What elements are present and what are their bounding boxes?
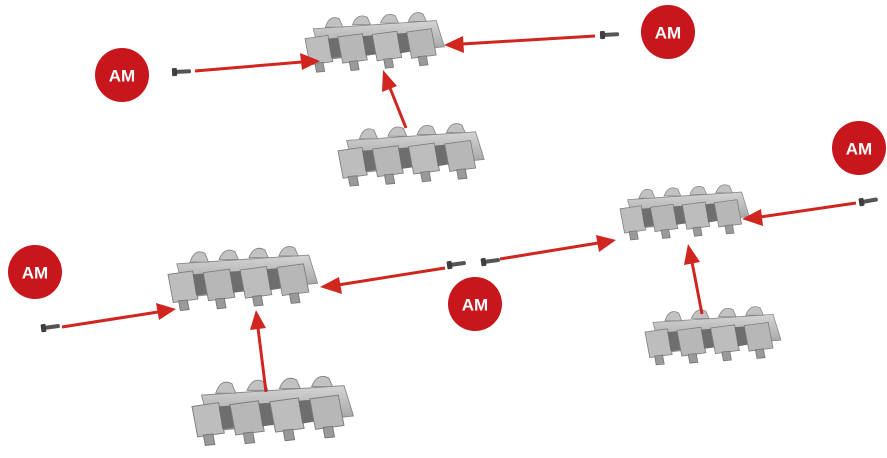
track-segment-top (304, 12, 445, 73)
assembly-arrow-icon (684, 244, 704, 315)
assembly-arrow-icon (61, 303, 176, 329)
track-pin-icon (858, 195, 879, 207)
track-segment-left (167, 246, 319, 311)
assembly-arrow-icon (250, 310, 268, 393)
am-badge-label: AM (109, 67, 135, 86)
assembly-arrow-icon (444, 34, 596, 53)
am-badge-label: AM (655, 24, 681, 43)
track-pin-icon (40, 321, 61, 333)
am-badge-label: AM (22, 264, 48, 283)
assembly-arrow-icon (382, 70, 408, 129)
assembly-arrow-icon (499, 235, 616, 261)
track-pin-icon (446, 258, 467, 270)
track-segment-top-insert (337, 123, 485, 187)
track-segment-right (619, 184, 750, 241)
am-badge-label: AM (462, 296, 488, 315)
assembly-arrow-icon (320, 266, 446, 294)
assembly-arrow-icon (742, 201, 857, 226)
track-segment-right-insert (644, 306, 782, 366)
am-badge: AM (448, 277, 502, 331)
am-badge: AM (832, 121, 886, 175)
track-pin-icon (599, 30, 620, 40)
track-segment-left-insert (191, 375, 354, 446)
track-pin-icon (480, 255, 501, 267)
am-badge: AM (95, 48, 149, 102)
am-badge-label: AM (846, 140, 872, 159)
track-pin-icon (171, 67, 192, 77)
am-badge: AM (641, 5, 695, 59)
am-badge: AM (8, 245, 62, 299)
assembly-arrow-icon (194, 53, 320, 73)
